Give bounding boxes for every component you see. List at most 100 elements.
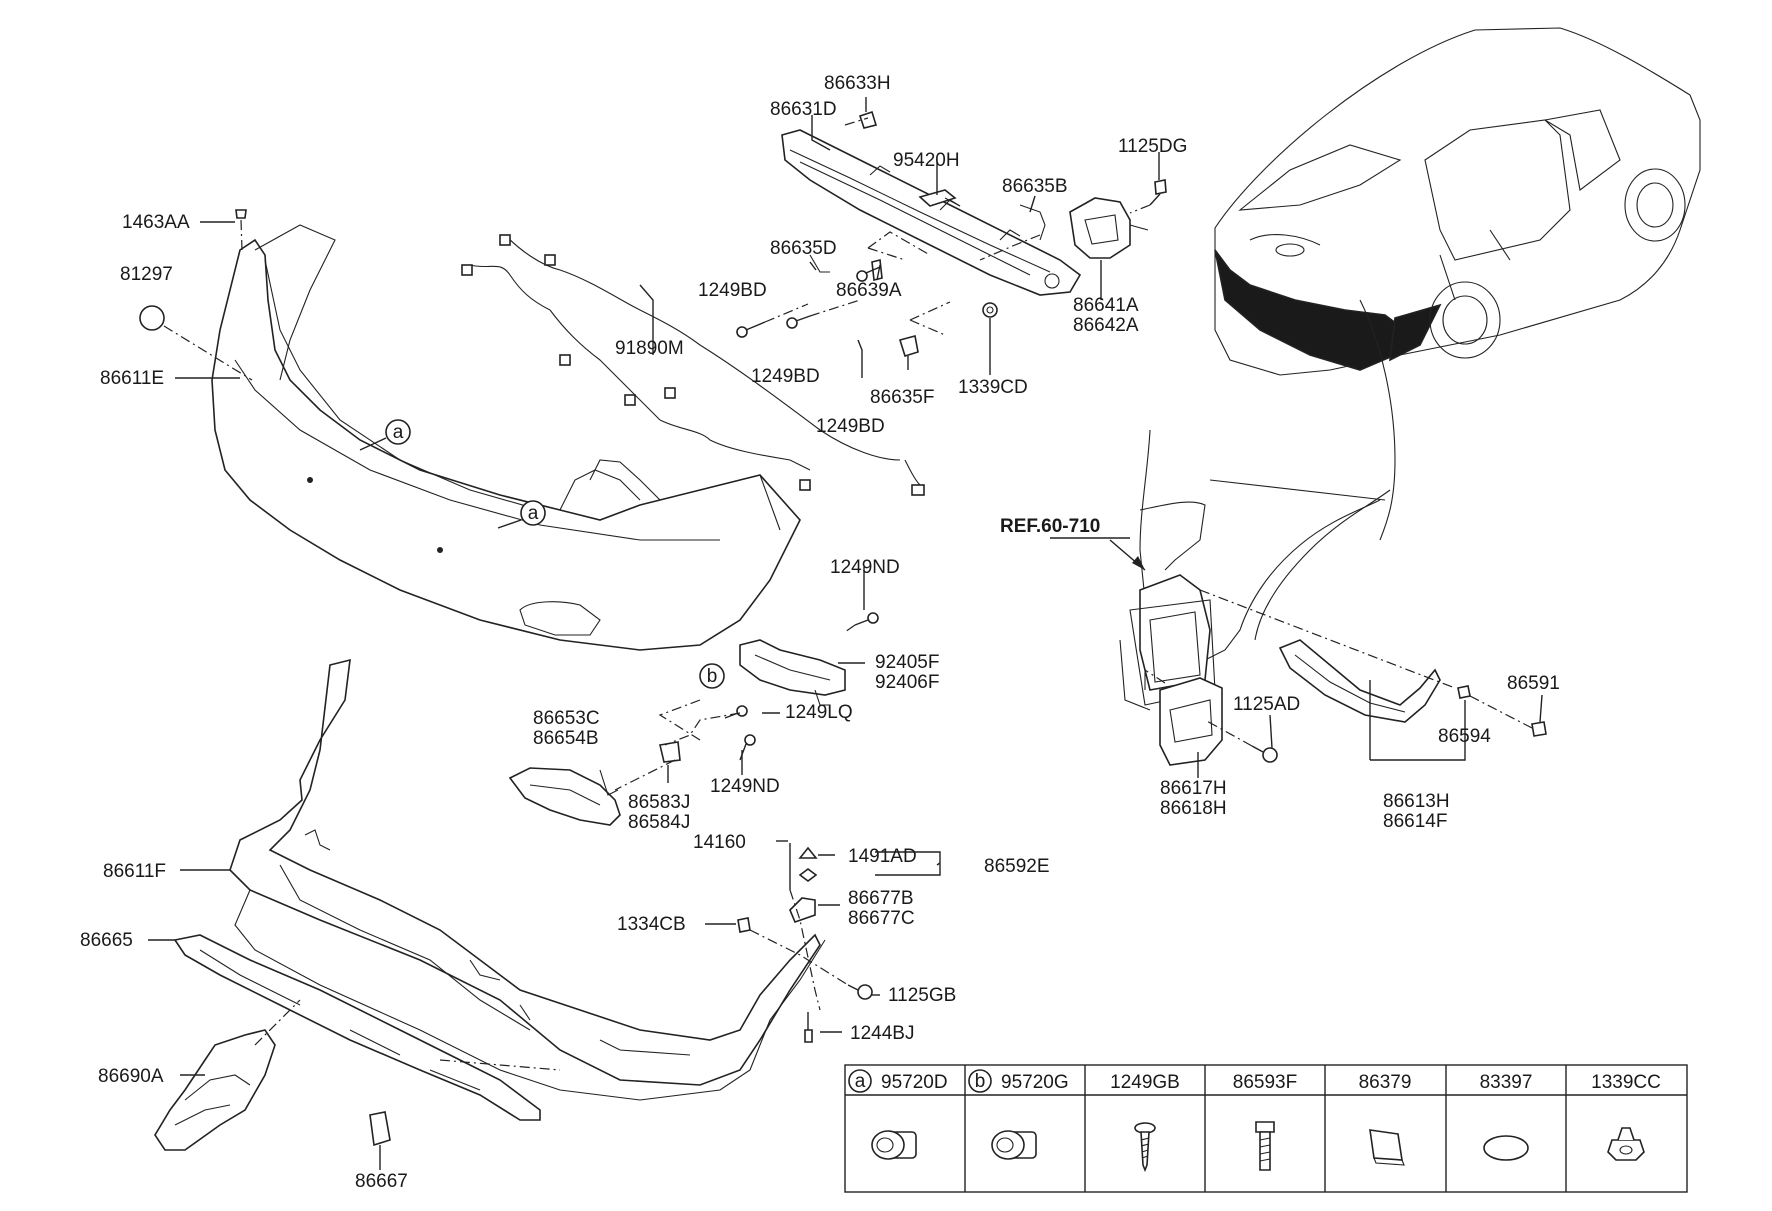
part-81297 — [139, 305, 165, 331]
label-81297: 81297 — [120, 264, 173, 285]
part-86617H — [1159, 677, 1223, 766]
label-86677C: 86677C — [848, 908, 915, 929]
label-86642A: 86642A — [1073, 315, 1139, 336]
part-1463AA — [235, 209, 247, 219]
label-86618H: 86618H — [1160, 798, 1227, 819]
label-1249ND-a: 1249ND — [830, 557, 900, 578]
label-1125GB: 1125GB — [888, 985, 956, 1006]
label-86617H: 86617H — [1160, 778, 1227, 799]
ref-arrowhead — [1132, 556, 1145, 570]
rear-quarter-panel — [1119, 299, 1396, 711]
legend-header-86593F: 86593F — [1233, 1072, 1297, 1093]
marker-a-1 — [385, 419, 411, 445]
connection-lines — [163, 117, 1533, 1071]
parking-sensor-icon — [991, 1130, 1037, 1160]
label-1339CD: 1339CD — [958, 377, 1028, 398]
part-1125GB — [857, 984, 873, 1000]
part-1125DG — [1154, 179, 1167, 195]
label-86635F: 86635F — [870, 387, 934, 408]
part-86635D — [809, 254, 830, 273]
label-91890M: 91890M — [615, 338, 684, 359]
lower-bumper-cover — [229, 658, 826, 1101]
legend-header-1249GB: 1249GB — [1110, 1072, 1180, 1093]
label-86641A: 86641A — [1073, 295, 1139, 316]
label-1244BJ: 1244BJ — [850, 1023, 914, 1044]
legend-header-1339CC: 1339CC — [1591, 1072, 1661, 1093]
label-86677B: 86677B — [848, 888, 914, 909]
legend-header-83397: 83397 — [1480, 1072, 1533, 1093]
legend-marker-a — [848, 1069, 872, 1093]
part-1491AD — [798, 846, 818, 859]
label-95420H: 95420H — [893, 150, 960, 171]
part-86633H — [858, 110, 878, 129]
label-86584J: 86584J — [628, 812, 690, 833]
label-1125DG: 1125DG — [1118, 136, 1187, 157]
nut-icon — [1607, 1127, 1645, 1161]
part-86594 — [1457, 685, 1471, 699]
label-86583J: 86583J — [628, 792, 690, 813]
label-1249BD-c: 1249BD — [816, 416, 885, 437]
parking-sensor-icon — [871, 1130, 917, 1160]
label-ref-60-710: REF.60-710 — [1000, 516, 1100, 537]
part-86641A — [1069, 197, 1131, 259]
svg-text:a: a — [855, 1071, 866, 1092]
label-86631D: 86631D — [770, 99, 837, 120]
part-86690A — [154, 1029, 276, 1151]
part-86635B — [1019, 204, 1046, 241]
part-1244BJ — [804, 1029, 813, 1043]
vehicle-illustration — [1214, 27, 1701, 376]
part-86613H — [1278, 639, 1441, 723]
label-86635B: 86635B — [1002, 176, 1068, 197]
label-86639A: 86639A — [836, 280, 902, 301]
screw-icon — [1134, 1122, 1156, 1173]
part-labels: 86633H 86631D 95420H 1125DG 86635B 86635… — [80, 73, 1560, 1192]
part-86583J — [659, 741, 681, 763]
svg-text:b: b — [707, 666, 718, 687]
part-86653C — [508, 767, 621, 826]
label-1463AA: 1463AA — [122, 212, 190, 233]
label-1249BD-b: 1249BD — [751, 366, 820, 387]
upper-bumper-cover — [211, 224, 801, 651]
part-86591 — [1531, 721, 1547, 737]
label-86635D: 86635D — [770, 238, 837, 259]
part-86677B — [789, 897, 816, 924]
marker-b — [699, 663, 725, 689]
part-1249ND-a — [867, 612, 879, 624]
label-86594: 86594 — [1438, 726, 1491, 747]
legend-header-95720D: 95720D — [881, 1072, 948, 1093]
bumper-beam — [781, 129, 1082, 296]
part-86635F — [898, 335, 919, 357]
label-86665: 86665 — [80, 930, 133, 951]
label-86653C: 86653C — [533, 708, 600, 729]
svg-text:b: b — [975, 1071, 986, 1092]
svg-text:a: a — [393, 422, 404, 443]
marker-a-2 — [520, 500, 546, 526]
label-1249BD-a: 1249BD — [698, 280, 767, 301]
label-1249LQ: 1249LQ — [785, 702, 853, 723]
label-86611F: 86611F — [103, 861, 166, 882]
legend-table: a 95720D b 95720G 1249GB 86593F 86379 83… — [844, 1064, 1688, 1193]
leader-lines — [148, 97, 1543, 1170]
part-1125AD — [1262, 747, 1278, 763]
label-86613H: 86613H — [1383, 791, 1450, 812]
label-1334CB: 1334CB — [617, 914, 686, 935]
screw-1249BD-group — [736, 266, 881, 338]
bolt-icon — [1255, 1121, 1275, 1171]
part-1249LQ — [736, 705, 748, 717]
wiring-harness — [461, 234, 925, 496]
label-86614F: 86614F — [1383, 811, 1447, 832]
label-92406F: 92406F — [875, 672, 939, 693]
part-92405F — [739, 639, 846, 696]
label-86591: 86591 — [1507, 673, 1560, 694]
part-1334CB — [737, 917, 751, 933]
pad-icon — [1369, 1129, 1405, 1166]
part-86665 — [173, 934, 541, 1121]
legend-header-86379: 86379 — [1359, 1072, 1412, 1093]
label-86690A: 86690A — [98, 1066, 164, 1087]
label-86611E: 86611E — [100, 368, 164, 389]
label-1491AD: 1491AD — [848, 846, 917, 867]
label-86592E: 86592E — [984, 856, 1050, 877]
legend-header-95720G: 95720G — [1001, 1072, 1069, 1093]
